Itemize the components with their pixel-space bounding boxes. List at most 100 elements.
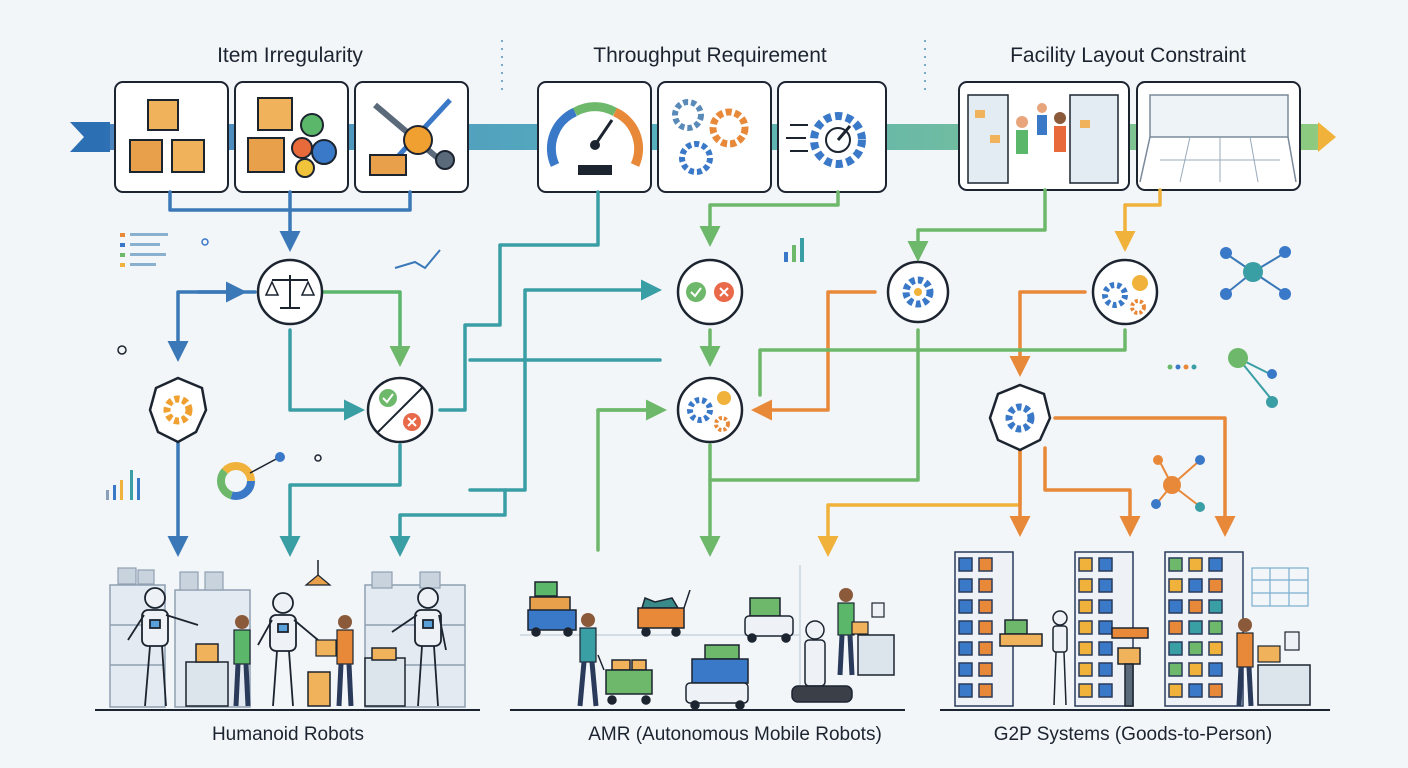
warehouse-worker (233, 615, 251, 707)
storage-bin (1208, 662, 1223, 677)
storage-bin (1188, 557, 1203, 572)
system-label-g2p: G2P Systems (Goods-to-Person) (993, 724, 1273, 745)
storage-bin (1078, 641, 1093, 656)
empty-warehouse-icon (1136, 81, 1301, 191)
list-bars-icon (120, 233, 168, 267)
amr-cart-green (597, 654, 653, 705)
storage-bin (1208, 599, 1223, 614)
storage-bin (1208, 683, 1223, 698)
storage-bin (1098, 683, 1113, 698)
storage-bin (1098, 641, 1113, 656)
humanoid-robot (127, 587, 199, 707)
storage-bin (1168, 620, 1183, 635)
storage-bin (1208, 578, 1223, 593)
assorted-tools-icon (354, 81, 469, 193)
storage-bin (978, 599, 993, 614)
decorative-marks (106, 233, 1309, 607)
constraint-label-throughput-requirement: Throughput Requirement (593, 44, 827, 67)
storage-bin (1188, 578, 1203, 593)
storage-bin (1208, 620, 1223, 635)
storage-bin (958, 578, 973, 593)
storage-bin (978, 662, 993, 677)
storage-bin (1078, 599, 1093, 614)
amr-cart-orange (637, 589, 691, 637)
gears-icon (657, 81, 772, 193)
gear-icon (988, 383, 1052, 452)
storage-bin (1098, 662, 1113, 677)
amr-robot (685, 644, 749, 710)
grid-table-icon (1251, 567, 1309, 607)
bar-chart-icon (106, 470, 140, 500)
storage-bin (978, 641, 993, 656)
trend-line-icon (394, 249, 441, 270)
connectors (167, 188, 1236, 557)
humanoid-robots-scene (95, 560, 480, 711)
dot-row (1167, 364, 1197, 370)
storage-bin (958, 557, 973, 572)
storage-bin (1168, 578, 1183, 593)
storage-bin (958, 599, 973, 614)
gear-icon (148, 376, 208, 444)
storage-bin (1078, 683, 1093, 698)
storage-bin (1098, 599, 1113, 614)
robotic-arm (1111, 627, 1149, 707)
storage-bin (1188, 620, 1203, 635)
storage-bin (1078, 620, 1093, 635)
warehouse-workers-icon (958, 81, 1130, 191)
warehouse-worker (1236, 618, 1254, 707)
storage-bin (1188, 662, 1203, 677)
storage-bin (1098, 578, 1113, 593)
g2p-robot (999, 610, 1068, 706)
storage-bin (1168, 662, 1183, 677)
balance-scale-icon (256, 258, 324, 326)
g2p-scene (940, 551, 1330, 711)
storage-bin (958, 620, 973, 635)
storage-bin (1098, 557, 1113, 572)
speedometer-gauge-icon (537, 81, 652, 193)
storage-bin (1168, 641, 1183, 656)
humanoid-robot (257, 592, 319, 707)
check-cross-icon (366, 376, 434, 444)
network-node-icon (1220, 246, 1291, 300)
storage-bin (978, 578, 993, 593)
gear-question-icon (1091, 258, 1159, 326)
storage-bin (1188, 641, 1203, 656)
constraint-label-facility-layout: Facility Layout Constraint (1010, 44, 1246, 67)
storage-bin (1208, 557, 1223, 572)
warehouse-worker (315, 615, 354, 707)
boxes-and-balls-icon (234, 81, 349, 193)
network-node-icon (1151, 455, 1205, 512)
amr-scene (510, 565, 905, 711)
storage-bin (1078, 557, 1093, 572)
gear-icon (886, 260, 950, 324)
check-cross-icon (676, 258, 744, 326)
mobile-manipulator-robot (791, 620, 853, 703)
storage-bin (978, 620, 993, 635)
gear-question-icon (676, 376, 744, 444)
network-node-icon (1228, 348, 1278, 408)
storage-bin (1098, 620, 1113, 635)
humanoid-robot (391, 587, 447, 707)
storage-bin (978, 683, 993, 698)
storage-bin (1208, 641, 1223, 656)
storage-bin (1188, 683, 1203, 698)
storage-bin (1078, 662, 1093, 677)
amr-cart-blue (527, 581, 577, 637)
storage-bin (1168, 599, 1183, 614)
storage-bin (958, 662, 973, 677)
storage-bin (958, 683, 973, 698)
constraint-label-item-irregularity: Item Irregularity (217, 44, 363, 67)
storage-bin (978, 557, 993, 572)
storage-bin (1168, 557, 1183, 572)
bar-chart-icon (784, 238, 804, 262)
warehouse-worker (837, 588, 855, 676)
storage-bin (958, 641, 973, 656)
donut-chart-icon (217, 452, 322, 500)
system-label-humanoid-robots: Humanoid Robots (211, 724, 365, 745)
storage-bin (1078, 578, 1093, 593)
input-tiles (114, 81, 1301, 193)
system-label-amr: AMR (Autonomous Mobile Robots) (588, 724, 882, 745)
warehouse-worker (577, 613, 599, 707)
